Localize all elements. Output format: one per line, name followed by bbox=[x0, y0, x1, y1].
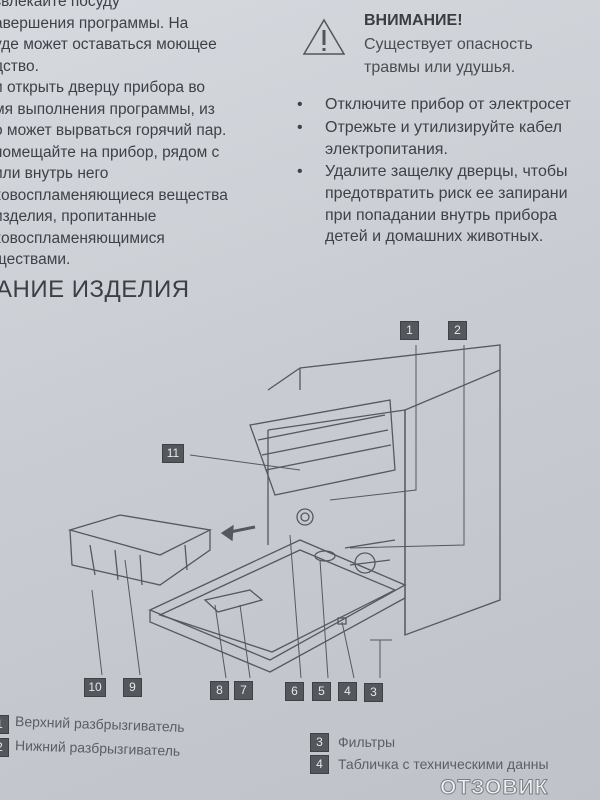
text-line: или внутрь него bbox=[0, 165, 109, 182]
legend-text: Нижний разбрызгиватель bbox=[14, 737, 181, 759]
text-line: мя выполнения программы, из bbox=[0, 100, 215, 118]
text-line: помещайте на прибор, рядом с bbox=[0, 143, 220, 161]
text-line: звлекайте посуду bbox=[0, 0, 120, 10]
diagram-label: 5 bbox=[312, 682, 331, 701]
text-line: дство. bbox=[0, 57, 39, 75]
bullet-text: Отрежьте и утилизируйте кабел bbox=[325, 119, 562, 136]
watermark-logo: ОТЗОВИК bbox=[439, 776, 549, 799]
text-line: ществами. bbox=[0, 251, 71, 268]
text-line: ковоспламеняющимися bbox=[0, 229, 165, 247]
text-line: авершения программы. На bbox=[0, 14, 189, 32]
diagram-label: 4 bbox=[338, 682, 357, 701]
dishwasher-diagram bbox=[67, 344, 501, 679]
text-line: изделия, пропитанные bbox=[0, 208, 157, 225]
text-line: ковоспламеняющиеся вещества bbox=[0, 186, 228, 204]
legend-text: Верхний разбрызгиватель bbox=[14, 713, 185, 735]
diagram-label: 8 bbox=[210, 681, 229, 700]
text-line: и открыть дверцу прибора во bbox=[0, 79, 206, 96]
diagram-label: 9 bbox=[123, 678, 142, 697]
bullet-icon: • bbox=[297, 96, 303, 113]
legend-text: Табличка с техническими данны bbox=[338, 756, 549, 772]
warning-text: Существует опасность bbox=[364, 36, 533, 53]
diagram-label: 2 bbox=[448, 321, 467, 340]
legend-number: 4 bbox=[310, 755, 329, 774]
text-line: о может вырваться горячий пар. bbox=[0, 122, 227, 139]
bullet-text: Удалите защелку дверцы, чтобы bbox=[325, 163, 568, 180]
bullet-text: при попадании внутрь прибора bbox=[325, 207, 558, 224]
diagram-label: 7 bbox=[234, 681, 253, 700]
bullet-text: Отключите прибор от электросет bbox=[325, 96, 571, 113]
diagram-label: 1 bbox=[400, 321, 419, 340]
diagram-label: 3 bbox=[364, 683, 383, 702]
warning-text: травмы или удушья. bbox=[364, 59, 516, 76]
text-line: уде может оставаться моющее bbox=[0, 36, 217, 53]
warning-title: ВНИМАНИЕ! bbox=[364, 12, 463, 29]
diagram-label: 10 bbox=[84, 678, 106, 697]
diagram-label: 11 bbox=[162, 444, 184, 463]
bullet-text: электропитания. bbox=[325, 141, 448, 158]
legend-number: 2 bbox=[0, 738, 9, 757]
legend-number: 3 bbox=[310, 733, 329, 752]
legend-text: Фильтры bbox=[338, 734, 396, 750]
bullet-icon: • bbox=[297, 119, 303, 136]
legend-number: 1 bbox=[0, 715, 9, 734]
left-text-column: звлекайте посуду авершения программы. На… bbox=[0, 0, 228, 272]
warning-triangle-icon bbox=[302, 18, 346, 55]
diagram-label: 6 bbox=[285, 682, 304, 701]
bullet-text: предотвратить риск ее запирани bbox=[325, 185, 568, 202]
section-heading: АНИЕ ИЗДЕЛИЯ bbox=[0, 276, 190, 303]
bullet-text: детей и домашних животных. bbox=[325, 228, 544, 245]
bullet-icon: • bbox=[297, 163, 303, 180]
